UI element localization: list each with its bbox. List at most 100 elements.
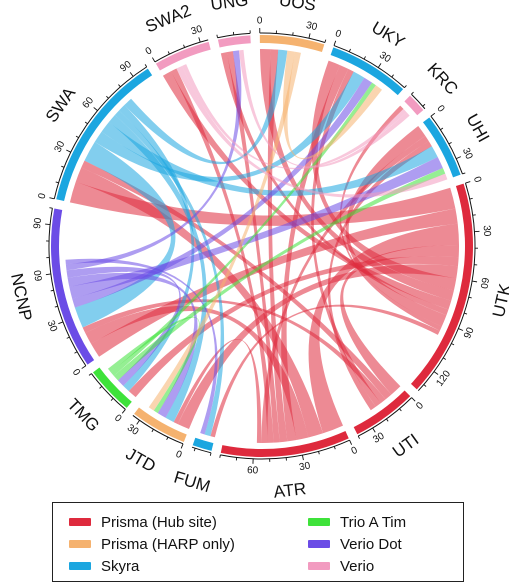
tick-label: 30 [45,319,59,334]
tick-mark [399,408,402,412]
tick-label: 30 [305,20,319,33]
tick-mark [440,127,444,131]
tick-mark [198,37,201,43]
tick-axis-jtd [132,415,184,445]
tick-label: 0 [434,103,446,114]
ribbon-utk-jtd [177,264,458,429]
site-arc-uti [353,390,411,435]
legend-swatch [69,562,91,570]
tick-label: 0 [257,15,263,26]
tick-mark [167,51,170,55]
tick-label: 30 [298,460,311,473]
tick-label: 0 [70,367,82,378]
tick-mark [209,452,212,456]
tick-mark [333,446,336,450]
site-arc-uhi [422,117,461,178]
legend-label: Prisma (HARP only) [101,535,235,553]
tick-label: 0 [350,445,360,457]
tick-mark [106,95,109,99]
legend-label: Skyra [101,557,140,575]
tick-label: 30 [481,225,493,237]
tick-label: 120 [434,368,453,388]
tick-mark [66,149,71,153]
tick-mark [121,409,126,414]
legend-swatch [308,562,330,570]
legend-item: Trio A Tim [308,511,406,533]
tick-mark [349,439,353,445]
tick-mark [469,197,473,200]
tick-mark [144,64,148,68]
ribbon-atr-ung [226,51,280,443]
ribbon-utk-uos [259,48,454,301]
tick-axis-ung [217,32,251,39]
tick-mark [464,312,468,315]
legend-item: Prisma (Hub site) [69,511,217,533]
tick-mark [118,84,121,88]
legend-swatch [308,518,330,526]
ribbon-utk-ncnp [90,208,458,357]
site-arc-uos [259,34,325,53]
tick-label: 0 [334,28,343,40]
tick-mark [462,172,466,175]
legend-label: Verio [340,557,375,575]
tick-axis-swa2 [154,39,209,63]
tick-mark [411,91,414,95]
ribbon-swa2-uhi [176,65,448,198]
site-arc-ncnp [50,208,95,365]
tick-mark [81,365,87,369]
tick-label: 0 [174,449,184,461]
site-arc-uky [330,47,404,96]
tick-mark [308,33,311,39]
tick-mark [75,135,79,139]
site-label-uky: UKY [368,18,408,52]
tick-label: 0 [112,413,124,425]
tick-mark [183,44,186,48]
site-label-tmg: TMG [64,395,104,435]
tick-mark [93,107,98,111]
tick-axis-atr [220,439,350,460]
tick-mark [451,343,455,346]
legend-item: Skyra [69,555,139,577]
tick-mark [193,448,196,452]
tick-mark [324,39,327,43]
ribbon-atr-uky [281,65,349,442]
tick-label: 60 [478,277,491,290]
tick-mark [129,72,134,77]
tick-label: 30 [460,146,475,161]
ribbon-swa-tmg [119,105,195,392]
tick-axis-swa [53,66,147,199]
tick-mark [88,373,92,376]
tick-mark [423,384,427,387]
ribbon-swa-fum [114,110,225,437]
tick-mark [49,207,53,209]
site-label-ung: UNG [209,0,249,14]
tick-label: 90 [462,326,477,341]
tick-label: 30 [190,24,204,38]
site-arc-layer [50,34,473,457]
tick-label: 0 [37,192,49,200]
tick-mark [443,357,447,360]
site-label-krc: KRC [423,59,461,98]
legend-swatch [308,540,330,548]
tick-axis-utk [417,182,476,392]
legend-item: Verio [308,555,374,577]
tick-label: 30 [377,50,393,66]
tick-mark [110,398,114,401]
tick-mark [58,321,64,325]
site-arc-ung [217,35,251,48]
legend-label: Prisma (Hub site) [101,513,217,531]
tick-mark [151,57,156,63]
ribbon-uos-uky [282,50,383,160]
tick-mark [54,305,58,308]
legend-item: Prisma (HARP only) [69,533,235,555]
legend-swatch [69,540,91,548]
tick-mark [472,280,478,283]
tick-mark [458,328,464,331]
tick-axis-tmg [91,373,126,410]
tick-mark [433,371,439,375]
tick-mark [386,418,389,422]
site-label-atr: ATR [273,479,308,500]
ribbon-atr-uos [267,49,288,443]
tick-axis-uhi [430,115,463,175]
tick-mark [151,429,154,433]
